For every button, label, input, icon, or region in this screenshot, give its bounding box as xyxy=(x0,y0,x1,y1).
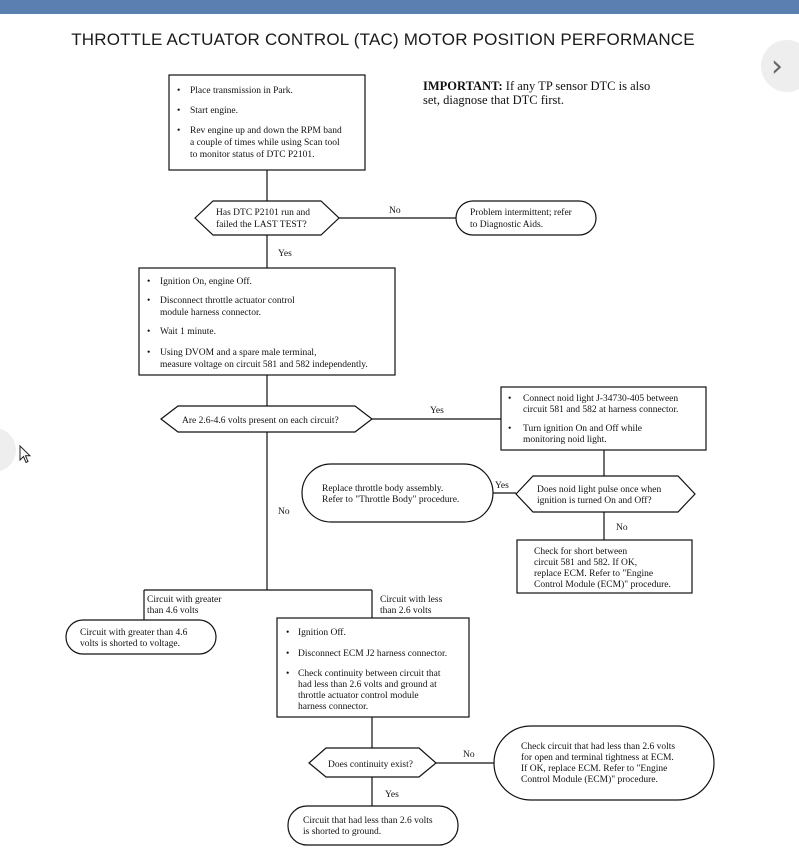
mouse-cursor-icon xyxy=(19,445,32,464)
bullet: • xyxy=(177,86,180,96)
step-text: Place transmission in Park. xyxy=(190,86,293,96)
important-label: IMPORTANT: xyxy=(423,79,503,93)
terminal-text: for open and terminal tightness at ECM. xyxy=(521,752,674,763)
bullet: • xyxy=(508,394,511,404)
page-title: THROTTLE ACTUATOR CONTROL (TAC) MOTOR PO… xyxy=(71,30,695,49)
bullet: • xyxy=(147,296,150,306)
no-label: No xyxy=(389,206,401,216)
step-text: monitoring noid light. xyxy=(523,435,607,445)
decision-text: Does continuity exist? xyxy=(328,760,413,770)
terminal-text: Control Module (ECM)" procedure. xyxy=(521,774,658,785)
terminal-text: Circuit that had less than 2.6 volts xyxy=(303,816,433,826)
branch-label: Circuit with less xyxy=(380,595,443,605)
important-note: IMPORTANT: If any TP sensor DTC is also … xyxy=(423,79,663,107)
step-text: Check continuity between circuit that xyxy=(298,669,441,679)
noid-box xyxy=(500,386,707,451)
previous-image-button[interactable] xyxy=(0,428,16,472)
branch-label: than 4.6 volts xyxy=(147,606,199,616)
terminal-text: Replace throttle body assembly. xyxy=(322,484,443,494)
step-text: module harness connector. xyxy=(160,308,261,318)
step-text: Start engine. xyxy=(190,106,238,116)
decision-voltage xyxy=(160,405,373,433)
measure-box xyxy=(138,267,396,376)
continuity-box xyxy=(276,617,470,718)
bullet: • xyxy=(286,669,289,679)
check-short-box xyxy=(516,539,693,594)
terminal-text: is shorted to ground. xyxy=(303,827,381,837)
bullet: • xyxy=(508,424,511,434)
step-text: throttle actuator control module xyxy=(298,691,419,701)
step-text: measure voltage on circuit 581 and 582 i… xyxy=(160,360,368,370)
step-text: Ignition On, engine Off. xyxy=(160,276,252,287)
terminal-text: If OK, replace ECM. Refer to "Engine xyxy=(521,763,667,774)
next-image-button[interactable]: › xyxy=(761,40,799,92)
bullet: • xyxy=(147,277,150,287)
intermittent-terminal xyxy=(455,200,597,236)
decision-text: ignition is turned On and Off? xyxy=(537,495,652,506)
decision-continuity xyxy=(308,747,437,778)
step-text: Wait 1 minute. xyxy=(160,327,216,337)
step-text: had less than 2.6 volts and ground at xyxy=(298,680,437,690)
terminal-text: Problem intermittent; refer xyxy=(470,207,573,218)
shorted-voltage-terminal xyxy=(65,619,217,655)
no-label: No xyxy=(278,507,290,517)
decision-text: Are 2.6-4.6 volts present on each circui… xyxy=(182,416,339,426)
terminal-text: Refer to "Throttle Body" procedure. xyxy=(322,494,459,505)
bullet: • xyxy=(147,327,150,337)
top-bar xyxy=(0,0,799,14)
decision-text: Does noid light pulse once when xyxy=(537,485,662,495)
branch-label: Circuit with greater xyxy=(147,595,222,605)
terminal-text: Circuit with greater than 4.6 xyxy=(80,628,188,638)
decision-text: failed the LAST TEST? xyxy=(216,219,307,230)
step-text: Turn ignition On and Off while xyxy=(523,423,642,434)
bullet: • xyxy=(286,628,289,638)
bullet: • xyxy=(286,649,289,659)
step-text: replace ECM. Refer to "Engine xyxy=(534,568,653,579)
yes-label: Yes xyxy=(495,481,509,491)
yes-label: Yes xyxy=(385,790,399,800)
branch-label: than 2.6 volts xyxy=(380,606,432,616)
no-label: No xyxy=(616,523,628,533)
step-text: Control Module (ECM)" procedure. xyxy=(534,579,671,590)
step-text: Disconnect throttle actuator control xyxy=(160,296,295,306)
no-label: No xyxy=(463,750,475,760)
step-text: Connect noid light J-34730-405 between xyxy=(523,394,678,404)
step-text: a couple of times while using Scan tool xyxy=(190,137,340,148)
check-open-terminal xyxy=(493,725,715,801)
bullet: • xyxy=(177,126,180,136)
step-text: circuit 581 and 582. If OK, xyxy=(534,557,637,568)
step-text: Using DVOM and a spare male terminal, xyxy=(160,348,316,358)
terminal-text: to Diagnostic Aids. xyxy=(470,220,543,230)
step-text: Check for short between xyxy=(534,546,627,557)
step-text: to monitor status of DTC P2101. xyxy=(190,149,315,160)
yes-label: Yes xyxy=(278,249,292,259)
shorted-ground-terminal xyxy=(287,805,459,846)
important-text: If any TP sensor DTC is also set, diagno… xyxy=(423,79,651,107)
step-text: Rev engine up and down the RPM band xyxy=(190,126,342,136)
terminal-text: Check circuit that had less than 2.6 vol… xyxy=(521,742,675,752)
step-text: circuit 581 and 582 at harness connector… xyxy=(523,405,678,415)
decision-text: Has DTC P2101 run and xyxy=(216,208,310,218)
chevron-right-icon: › xyxy=(771,48,783,84)
start-box xyxy=(168,74,366,171)
step-text: Ignition Off. xyxy=(298,627,346,638)
decision-dtc-run xyxy=(194,200,340,236)
step-text: harness connector. xyxy=(298,702,368,712)
decision-noid-pulse xyxy=(515,475,696,513)
bullet: • xyxy=(177,106,180,116)
yes-label: Yes xyxy=(430,406,444,416)
replace-throttle-terminal xyxy=(301,463,494,523)
step-text: Disconnect ECM J2 harness connector. xyxy=(298,649,447,659)
terminal-text: volts is shorted to voltage. xyxy=(80,639,180,649)
bullet: • xyxy=(147,348,150,358)
